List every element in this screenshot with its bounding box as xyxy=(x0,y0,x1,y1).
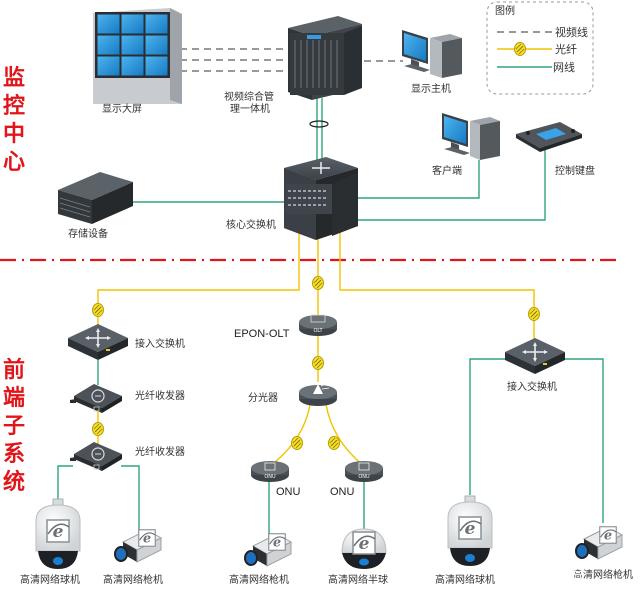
display-wall xyxy=(93,8,182,104)
legend-network-label: 网线 xyxy=(553,60,575,74)
display-host-pc xyxy=(402,30,462,78)
label-access-switch-left: 接入交换机 xyxy=(135,337,185,350)
label-video-management-line2: 理一体机 xyxy=(230,102,270,115)
fiber-line xyxy=(339,232,535,340)
fiber-line xyxy=(97,232,300,330)
fiber-connector-icon xyxy=(92,422,104,436)
dome-camera-right xyxy=(448,496,492,566)
zone-label-monitoring-center: 监 控 中 心 xyxy=(3,65,25,175)
zone-char: 子 xyxy=(3,414,25,439)
label-client: 客户端 xyxy=(432,164,462,177)
label-storage: 存储设备 xyxy=(68,227,108,240)
zone-char: 端 xyxy=(3,386,25,411)
label-epon-olt: EPON-OLT xyxy=(234,328,290,340)
video-management-unit xyxy=(288,16,362,100)
label-control-keyboard: 控制键盘 xyxy=(555,164,595,177)
fiber-connectors xyxy=(92,276,540,450)
fiber-transceiver-1 xyxy=(69,383,123,414)
legend-box xyxy=(486,1,594,95)
zone-label-front-end: 前 端 子 系 统 xyxy=(3,357,25,495)
fiber-connector-icon xyxy=(328,436,340,450)
label-splitter: 分光器 xyxy=(248,391,278,404)
network-line xyxy=(469,358,505,495)
label-half-dome-camera: 高清网络半球 xyxy=(328,573,388,586)
legend: 图例 视频线 光纤 网线 xyxy=(486,1,594,95)
network-lines xyxy=(57,98,604,543)
label-transceiver-2: 光纤收发器 xyxy=(135,445,185,458)
bullet-camera-middle xyxy=(245,534,291,566)
zone-char: 中 xyxy=(3,122,25,147)
watermark: 悟空问答 xyxy=(515,562,587,583)
epon-olt: OLT xyxy=(299,314,337,336)
fiber-connector-icon xyxy=(291,436,303,450)
zone-char: 心 xyxy=(3,150,25,175)
zone-char: 前 xyxy=(3,357,25,383)
fiber-connector-icon xyxy=(312,276,324,290)
label-display-wall: 显示大屏 xyxy=(102,102,142,115)
network-line xyxy=(358,146,546,221)
fiber-line xyxy=(269,403,311,467)
label-onu-left: ONU xyxy=(276,486,301,498)
client-pc xyxy=(442,113,500,160)
network-line xyxy=(358,160,480,199)
bullet-camera-left xyxy=(115,530,161,562)
zone-char: 监 xyxy=(3,65,25,91)
fiber-line xyxy=(325,403,365,467)
onu-right: ONU xyxy=(345,461,383,482)
storage-device xyxy=(58,172,133,224)
half-dome-camera xyxy=(342,529,386,569)
core-switch xyxy=(284,157,358,240)
access-switch-left xyxy=(67,323,129,361)
dome-camera-left xyxy=(36,499,80,569)
cable-bundle-ring xyxy=(309,120,329,128)
label-core-switch: 核心交换机 xyxy=(226,218,276,231)
legend-fiber-connector-icon xyxy=(514,42,526,56)
olt-badge: OLT xyxy=(313,328,323,334)
label-bullet-camera-left: 高清网络枪机 xyxy=(103,573,163,586)
zone-char: 控 xyxy=(3,93,25,119)
legend-video-label: 视频线 xyxy=(555,25,588,39)
fiber-connector-icon xyxy=(92,303,104,317)
label-dome-camera-left: 高清网络球机 xyxy=(20,573,80,586)
zone-char: 统 xyxy=(3,469,25,495)
label-dome-camera-right: 高清网络球机 xyxy=(435,573,495,586)
network-line xyxy=(565,358,604,523)
bullet-camera-right xyxy=(576,527,622,559)
label-bullet-camera-middle: 高清网络枪机 xyxy=(229,573,289,586)
fiber-transceiver-2 xyxy=(69,441,123,472)
label-access-switch-right: 接入交换机 xyxy=(507,380,557,393)
display-wall-screens xyxy=(96,13,169,77)
network-line xyxy=(57,465,73,503)
label-transceiver-1: 光纤收发器 xyxy=(135,389,185,402)
network-line xyxy=(121,465,140,538)
onu-left: ONU xyxy=(251,461,289,482)
label-bullet-camera-right: 高清网络枪机 xyxy=(573,568,633,581)
fiber-connector-icon xyxy=(528,307,540,321)
onu-badge: ONU xyxy=(264,474,276,480)
label-video-management-line1: 视频综合管 xyxy=(224,90,274,103)
label-onu-right: ONU xyxy=(330,486,355,498)
control-keyboard xyxy=(516,122,582,152)
zone-char: 系 xyxy=(3,442,25,467)
onu-badge: ONU xyxy=(358,474,370,480)
legend-fiber-label: 光纤 xyxy=(555,42,577,56)
video-lines xyxy=(180,48,403,72)
fiber-connector-icon xyxy=(312,356,324,370)
label-display-host: 显示主机 xyxy=(411,82,451,95)
legend-title: 图例 xyxy=(495,4,515,17)
optical-splitter xyxy=(299,382,337,406)
access-switch-right xyxy=(504,337,566,375)
